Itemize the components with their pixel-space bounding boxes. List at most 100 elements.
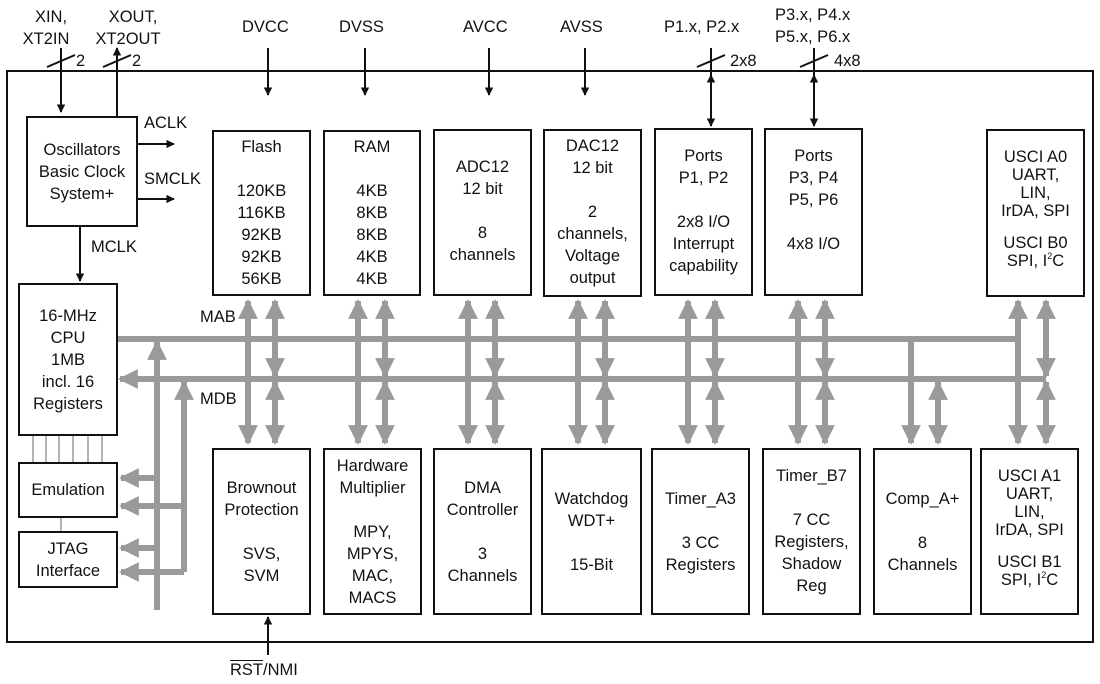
block-text: MAC,: [351, 567, 394, 585]
watchdog-block: Watchdog WDT+ 15-Bit: [541, 448, 642, 615]
ports-p3-p6-block: Ports P3, P4 P5, P6 4x8 I/O: [764, 128, 863, 296]
block-title: DAC12: [565, 137, 620, 155]
block-title: Flash: [241, 138, 282, 156]
timer-a3-block: Timer_A3 3 CC Registers: [651, 448, 750, 615]
block-text: P3, P4: [788, 169, 839, 187]
xin-width-label: 2: [76, 52, 86, 70]
block-text: MPYS,: [346, 545, 399, 563]
block-text: Oscillators: [43, 140, 121, 159]
block-title: Brownout: [226, 479, 297, 497]
ports-p1-p2-block: Ports P1, P2 2x8 I/O Interrupt capabilit…: [654, 128, 753, 296]
block-text: 15-Bit: [569, 556, 614, 574]
chip-boundary: [6, 70, 1094, 643]
block-text: Protection: [224, 501, 299, 519]
xout-label: XOUT, XT2OUT: [88, 6, 168, 50]
comp-a-block: Comp_A+ 8 Channels: [873, 448, 972, 615]
block-title: DMA: [464, 479, 501, 497]
cpu-block: 16-MHz CPU 1MB incl. 16 Registers: [18, 283, 118, 436]
block-text: USCI B1: [997, 553, 1062, 571]
block-text: Voltage: [564, 247, 621, 265]
mdb-label: MDB: [200, 390, 237, 408]
xout-bus-slash: [102, 54, 132, 68]
block-text: 8KB: [356, 204, 388, 222]
block-text: 2x8 I/O: [676, 213, 731, 231]
block-text: Shadow: [781, 555, 842, 573]
block-text: UART,: [1005, 485, 1054, 503]
block-text: 92KB: [241, 226, 282, 244]
block-text: 4x8 I/O: [786, 235, 841, 253]
p3456-line2: P5.x, P6.x: [775, 28, 851, 46]
p12-width-label: 2x8: [730, 52, 757, 70]
block-text: JTAG: [47, 539, 89, 558]
p12-bus-slash: [696, 54, 726, 68]
flash-block: Flash 120KB 116KB 92KB 92KB 56KB: [212, 130, 311, 296]
avcc-label: AVCC: [463, 18, 508, 36]
block-title: Timer_B7: [776, 467, 847, 485]
p3456-line1: P3.x, P4.x: [775, 6, 851, 24]
adc12-block: ADC12 12 bit 8 channels: [433, 129, 532, 296]
block-title: USCI A1: [997, 467, 1062, 485]
block-text: incl. 16: [41, 372, 95, 391]
block-title: Comp_A+: [885, 490, 960, 508]
p3456-bus-slash: [799, 54, 829, 68]
jtag-block: JTAG Interface: [18, 531, 118, 588]
block-text: 116KB: [237, 204, 286, 222]
block-text: 3: [477, 545, 488, 563]
dma-controller-block: DMA Controller 3 Channels: [433, 448, 532, 615]
p3456-label: P3.x, P4.x P5.x, P6.x: [775, 4, 850, 48]
block-text: 12 bit: [462, 180, 503, 198]
block-text: LIN,: [1014, 503, 1045, 521]
block-text: Multiplier: [339, 479, 406, 497]
p12-label: P1.x, P2.x: [664, 18, 740, 36]
block-text: Emulation: [31, 481, 105, 499]
dvcc-label: DVCC: [242, 18, 289, 36]
p3456-width-label: 4x8: [834, 52, 861, 70]
block-text: 120KB: [236, 182, 287, 200]
block-text: IrDA, SPI: [1001, 202, 1070, 220]
block-text: 8KB: [356, 226, 388, 244]
spi-i-text: SPI, I: [1006, 252, 1048, 270]
usci-a0-b0-block: USCI A0 UART, LIN, IrDA, SPI USCI B0 SPI…: [986, 129, 1085, 297]
block-text: 7 CC: [792, 511, 831, 529]
brownout-block: Brownout Protection SVS, SVM: [212, 448, 311, 615]
block-title: Ports: [684, 147, 723, 165]
block-title: Watchdog: [554, 490, 629, 508]
oscillators-block: Oscillators Basic Clock System+: [26, 116, 138, 227]
avss-label: AVSS: [560, 18, 603, 36]
block-text: 56KB: [241, 270, 282, 288]
block-text: 16-MHz: [39, 306, 97, 325]
xout-width-label: 2: [132, 52, 142, 70]
block-text: 8: [917, 534, 928, 552]
block-text: channels,: [557, 225, 628, 243]
timer-b7-block: Timer_B7 7 CC Registers, Shadow Reg: [762, 448, 861, 615]
block-text: P5, P6: [788, 191, 839, 209]
block-title: Hardware: [336, 457, 409, 475]
mclk-label: MCLK: [91, 238, 137, 256]
block-text: WDT+: [567, 512, 616, 530]
hardware-multiplier-block: Hardware Multiplier MPY, MPYS, MAC, MACS: [323, 448, 422, 615]
emulation-block: Emulation: [18, 462, 118, 518]
mab-label: MAB: [200, 308, 236, 326]
block-text: 3 CC: [681, 534, 720, 552]
block-text: Reg: [796, 577, 827, 595]
block-text: P1, P2: [678, 169, 729, 187]
block-text: output: [569, 269, 616, 287]
xout-line2: XT2OUT: [95, 30, 161, 48]
block-text: 2: [587, 203, 598, 221]
smclk-label: SMCLK: [144, 170, 201, 188]
aclk-label: ACLK: [144, 114, 188, 132]
block-text: Registers: [665, 556, 736, 574]
block-text: 8: [477, 224, 488, 242]
block-title: Timer_A3: [665, 490, 736, 508]
block-text: SPI, I2C: [1001, 571, 1058, 590]
block-title: USCI A0: [1003, 148, 1068, 166]
xin-line2: XT2IN: [22, 30, 70, 48]
block-title: RAM: [353, 138, 391, 156]
block-text: Interface: [35, 561, 101, 580]
block-text: CPU: [50, 328, 86, 347]
usci-a1-b1-block: USCI A1 UART, LIN, IrDA, SPI USCI B1 SPI…: [980, 448, 1079, 615]
block-text: capability: [669, 257, 738, 275]
block-text: MACS: [348, 589, 397, 607]
xin-bus-slash: [46, 54, 76, 68]
